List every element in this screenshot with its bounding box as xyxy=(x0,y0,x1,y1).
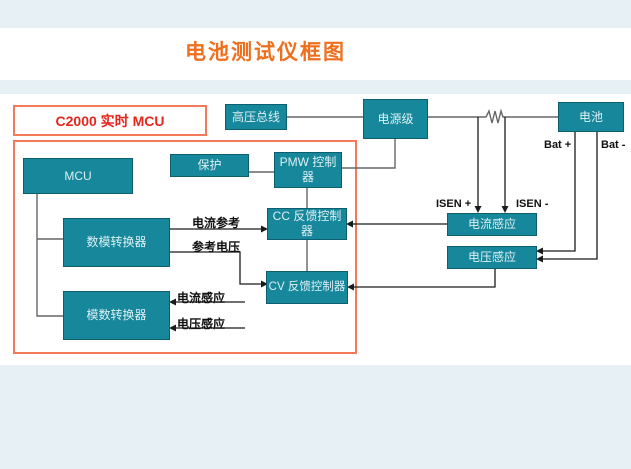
c2000-group-frame xyxy=(13,140,357,354)
label-current-sense-signal: 电流感应 xyxy=(177,291,226,305)
c2000-group-label: C2000 实时 MCU xyxy=(13,105,207,136)
node-current-sense: 电流感应 xyxy=(447,213,537,236)
label-voltage-sense-signal: 电压感应 xyxy=(177,317,226,331)
label-ref-voltage: 参考电压 xyxy=(192,240,241,254)
wire-bat-plus-vsense xyxy=(536,132,576,255)
label-isen-plus: ISEN + xyxy=(436,198,472,210)
node-cv-controller: CV 反馈控制器 xyxy=(266,271,348,304)
page-title: 电池测试仪框图 xyxy=(185,41,346,64)
label-current-ref: 电流参考 xyxy=(192,216,241,230)
label-bat-plus: Bat + xyxy=(544,139,572,151)
node-protection: 保护 xyxy=(170,154,249,177)
wire-vsense-cv xyxy=(347,269,496,291)
node-cc-controller: CC 反馈控制器 xyxy=(267,208,347,240)
wire-bat-minus-vsense xyxy=(536,132,598,263)
node-power-stage: 电源级 xyxy=(363,99,428,139)
node-hv-bus: 高压总线 xyxy=(225,104,287,130)
label-isen-minus: ISEN - xyxy=(516,198,549,210)
node-adc: 模数转换器 xyxy=(63,291,170,340)
node-pwm-controller: PMW 控制器 xyxy=(274,152,342,188)
wire-ref-voltage xyxy=(170,251,268,288)
node-dac: 数模转换器 xyxy=(63,218,170,267)
wire-mcu-dac-adc xyxy=(36,194,63,317)
wire-powerstage-pwm xyxy=(342,139,396,169)
wire-powerstage-battery-shunt-resistor xyxy=(428,108,558,124)
title-band xyxy=(0,28,631,80)
node-voltage-sense: 电压感应 xyxy=(447,246,537,269)
node-mcu: MCU xyxy=(23,158,133,194)
node-battery: 电池 xyxy=(558,102,624,132)
label-bat-minus: Bat - xyxy=(601,139,626,151)
